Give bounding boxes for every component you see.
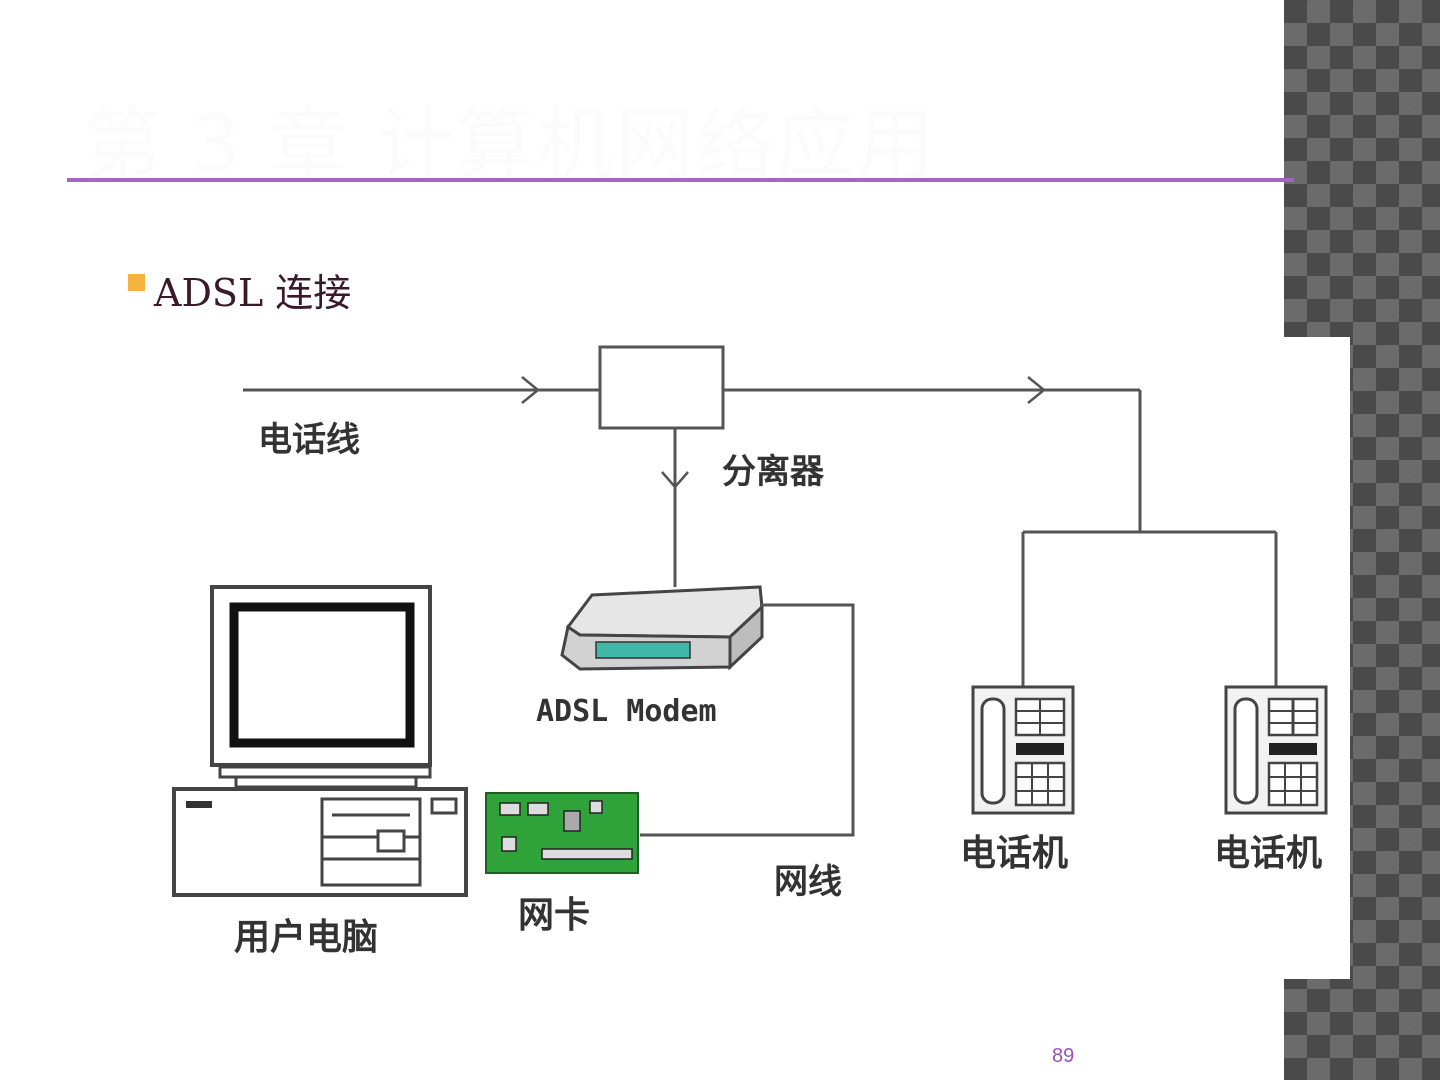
adsl-connection-diagram: 电话线 分离器 ADSL Modem 用户电脑 网卡 网线 电话机 电话机: [150, 337, 1350, 979]
label-splitter: 分离器: [722, 452, 825, 492]
label-network-cable: 网线: [774, 862, 842, 902]
splitter-to-modem-arrow-icon: [661, 471, 689, 489]
label-phone-2: 电话机: [1214, 833, 1322, 874]
monitor-icon: [210, 585, 432, 789]
adsl-modem-icon: [560, 585, 764, 671]
bullet-square-icon: [128, 274, 145, 291]
label-nic: 网卡: [518, 895, 590, 936]
splitter-to-phones-arrow-icon: [1027, 376, 1046, 404]
label-adsl-modem: ADSL Modem: [536, 694, 717, 729]
label-phone-1: 电话机: [960, 833, 1068, 874]
bullet-text: ADSL 连接: [154, 271, 352, 315]
title-rule: [67, 178, 1294, 182]
telephone-2-icon: [1224, 685, 1328, 815]
network-cable-line: [640, 603, 855, 837]
label-user-pc: 用户电脑: [234, 917, 378, 958]
page-number: 89: [1052, 1045, 1075, 1067]
slide-title: 第 3 章 计算机网络应用: [84, 100, 937, 190]
pc-case-icon: [172, 787, 468, 897]
phone-line-arrow-icon: [521, 376, 540, 404]
label-phone-line: 电话线: [258, 420, 360, 460]
telephone-1-icon: [971, 685, 1075, 815]
network-card-icon: [485, 792, 639, 874]
splitter-box: [598, 345, 725, 430]
bullet-item: ADSL 连接: [128, 262, 351, 317]
